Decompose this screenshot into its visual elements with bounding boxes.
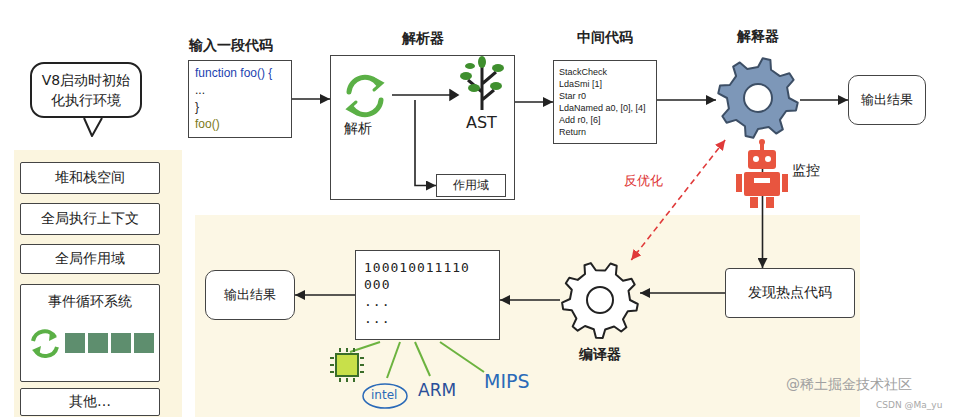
node-heading: 编译器	[579, 346, 621, 364]
node-text: ...	[364, 293, 390, 310]
watermark: @稀土掘金技术社区	[786, 376, 912, 394]
parse-to-ast-arrow	[392, 90, 458, 100]
environment-box: 其他…	[20, 388, 160, 416]
robot-figure	[736, 139, 788, 208]
node-text: Star r0	[559, 90, 586, 102]
node-text: 事件循环系统	[48, 293, 132, 311]
watermark: CSDN @Ma_yu	[876, 400, 942, 410]
machine-code-box: 100010011110000......	[355, 250, 500, 340]
source-code-box: 输入一段代码function foo() {...}foo()	[188, 60, 292, 138]
node-text: LdaSmi [1]	[559, 78, 602, 90]
flow-connector	[500, 299, 560, 301]
bubble-tail	[84, 118, 102, 136]
node-text: }	[195, 99, 199, 116]
node-heading: 中间代码	[577, 31, 633, 43]
flow-connector	[640, 292, 725, 294]
node-text: 输出结果	[224, 286, 276, 304]
gear-hole	[587, 287, 613, 313]
node-heading: 输入一段代码	[189, 37, 273, 54]
chip-brand: ARM	[418, 380, 456, 400]
node-text: 作用域	[453, 177, 489, 194]
ast-tree-icon	[460, 56, 504, 110]
node-text: Add r0, [6]	[559, 114, 601, 126]
node-text: ...	[364, 310, 390, 327]
node-heading: 解析器	[402, 30, 444, 48]
node-text: Return	[559, 126, 586, 138]
event-loop-box: 事件循环系统	[20, 284, 160, 382]
flow-connector	[515, 101, 553, 103]
chip-brand: intel	[371, 388, 397, 402]
interpreter-gear: 解释器	[716, 56, 800, 140]
flow-connector	[800, 99, 848, 101]
chip-icon	[330, 348, 364, 382]
node-text: foo()	[195, 116, 220, 133]
node-text: 全局作用域	[55, 250, 125, 268]
compiler-gear: 编译器	[560, 260, 640, 340]
node-text: ...	[195, 82, 205, 99]
node-text: StackCheck	[559, 66, 607, 78]
flow-connector	[657, 99, 716, 101]
hot-code-box: 发现热点代码	[725, 268, 855, 318]
event-loop-icon	[25, 323, 155, 363]
parse-label: 解析	[344, 120, 372, 138]
gear-shape	[562, 263, 638, 338]
node-text: 输出结果	[861, 91, 913, 109]
output-box: 输出结果	[848, 75, 926, 125]
monitor-label: 监控	[792, 162, 820, 180]
gear-hole	[744, 84, 772, 112]
node-text: 全局执行上下文	[41, 210, 139, 228]
gear-shape	[718, 58, 797, 137]
environment-box: 全局作用域	[20, 244, 160, 274]
flow-connector	[295, 294, 355, 296]
node-text: LdaNamed a0, [0], [4]	[559, 102, 646, 114]
bottom-band-ground	[195, 215, 860, 417]
left-panel-ground	[14, 150, 182, 417]
node-text: 其他…	[69, 393, 111, 411]
flow-connector	[415, 100, 436, 186]
node-text: 000	[364, 276, 390, 293]
node-heading: 解释器	[737, 28, 779, 46]
node-text: function foo() {	[195, 65, 272, 82]
speech-bubble: V8启动时初始化执行环境	[30, 62, 142, 118]
environment-box: 堆和栈空间	[20, 162, 160, 194]
edge-label: 反优化	[622, 172, 665, 190]
intel-logo-ring	[363, 384, 407, 408]
output-box: 输出结果	[205, 270, 295, 320]
deoptimize-connector	[631, 140, 725, 260]
chip-brand: MIPS	[484, 370, 530, 392]
bytecode-box: 中间代码StackCheckLdaSmi [1]Star r0LdaNamed …	[553, 60, 657, 144]
node-text: 堆和栈空间	[55, 169, 125, 187]
environment-box: 全局执行上下文	[20, 203, 160, 235]
node-text: 100010011110	[364, 259, 470, 276]
ast-label: AST	[466, 113, 497, 132]
node-text: 发现热点代码	[748, 284, 832, 302]
node-text: V8启动时初始化执行环境	[38, 70, 134, 110]
chip-arrows	[350, 342, 484, 378]
scope-box: 作用域	[436, 174, 506, 197]
parse-cycle-icon	[348, 77, 382, 114]
flow-connector	[292, 98, 330, 100]
